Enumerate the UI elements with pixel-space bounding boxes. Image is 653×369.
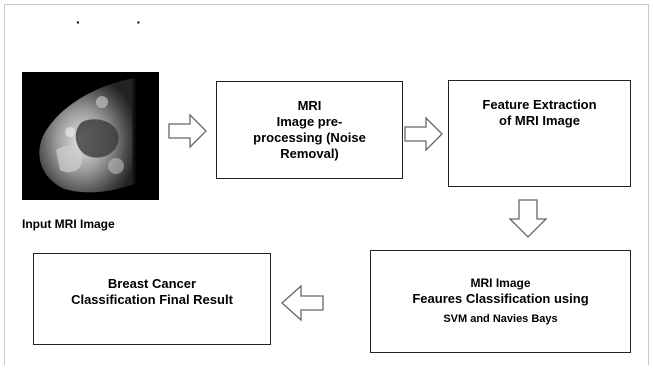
arrow-down-icon xyxy=(508,199,548,238)
result-line-1: Breast Cancer xyxy=(107,276,197,291)
mri-image xyxy=(22,72,159,200)
result-line-2: Classification Final Result xyxy=(71,292,233,308)
mri-scan-graphic xyxy=(22,72,159,200)
arrow-left-icon xyxy=(281,284,324,322)
classification-line-2: Feaures Classification using xyxy=(412,291,589,306)
input-mri-caption: Input MRI Image xyxy=(22,217,115,231)
preprocessing-line-4: Removal) xyxy=(280,146,339,162)
feature-line-1: Feature Extraction xyxy=(482,97,597,112)
preprocessing-line-2: Image pre- xyxy=(276,113,343,129)
arrow-right-icon xyxy=(404,116,443,152)
preprocessing-box: MRI Image pre- processing (Noise Removal… xyxy=(216,81,403,179)
arrow-right-icon xyxy=(168,113,207,149)
feature-line-2: of MRI Image xyxy=(499,113,580,129)
classification-line-3: SVM and Navies Bays xyxy=(443,313,558,326)
feature-extraction-box: Feature Extraction of MRI Image xyxy=(448,80,631,187)
final-result-box: Breast Cancer Classification Final Resul… xyxy=(33,253,271,345)
diagram-frame xyxy=(4,4,649,365)
preprocessing-line-1: MRI xyxy=(297,97,322,113)
classification-box: MRI Image Feaures Classification using S… xyxy=(370,250,631,353)
decorative-dots: · · xyxy=(76,14,168,30)
classification-line-1: MRI Image xyxy=(470,276,531,290)
preprocessing-line-3: processing (Noise xyxy=(253,130,366,145)
